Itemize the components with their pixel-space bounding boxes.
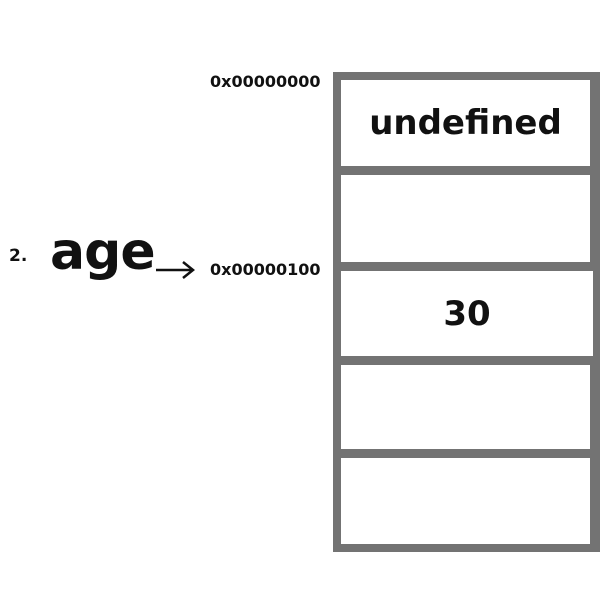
step-number: 2. xyxy=(9,246,28,266)
memory-cell: undefined xyxy=(341,80,590,166)
memory-cell xyxy=(341,175,590,262)
memory-address-0: 0x00000000 xyxy=(210,72,321,91)
right-arrow-icon xyxy=(156,261,196,279)
cell-edge-divider xyxy=(596,267,600,357)
memory-cell: 30 xyxy=(341,271,593,356)
memory-block: undefined 30 xyxy=(333,72,600,552)
variable-name: age xyxy=(50,222,156,282)
memory-address-1: 0x00000100 xyxy=(210,260,321,279)
memory-cell xyxy=(341,458,590,544)
memory-cell xyxy=(341,365,590,449)
